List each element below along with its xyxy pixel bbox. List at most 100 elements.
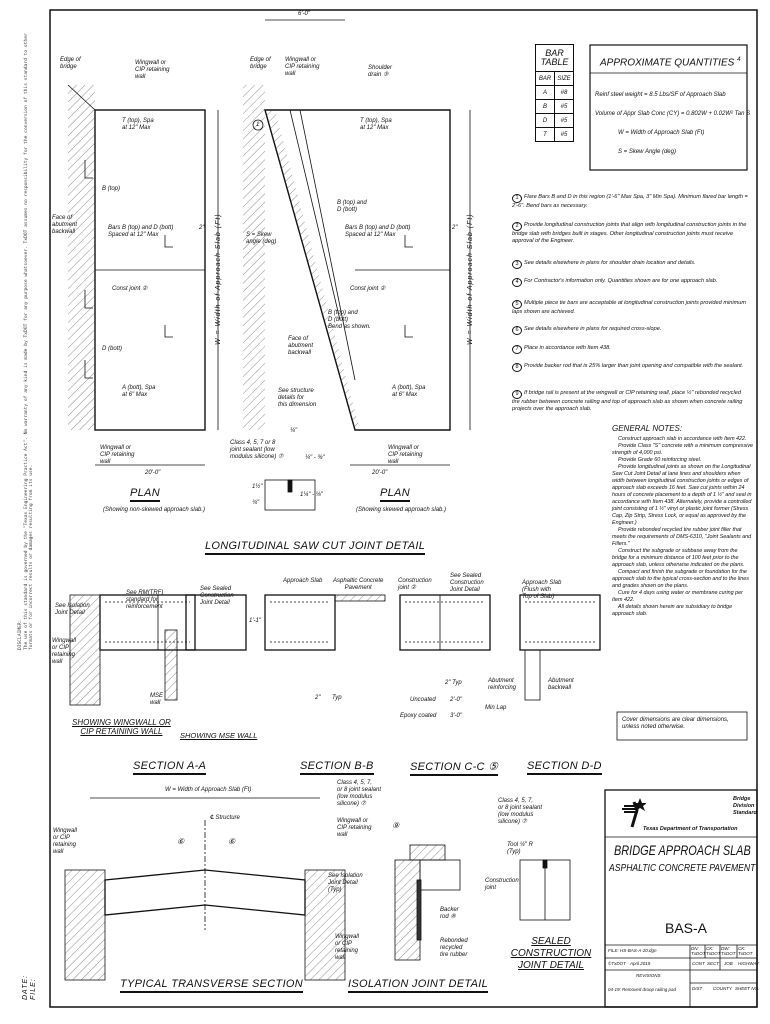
wingwall-bottom-label: Wingwall or CIP retaining wall — [100, 445, 135, 465]
wingwall-left-label: Wingwall or CIP retaining wall — [53, 828, 77, 855]
b-top-label: B (top) — [102, 186, 121, 192]
typ-label: Typ — [332, 695, 342, 701]
abutment-backwall-label: Abutment backwall — [548, 678, 574, 691]
general-notes-title: GENERAL NOTES: — [612, 424, 683, 433]
quantities-title: APPROXIMATE QUANTITIES 4 — [600, 57, 741, 69]
edge-of-bridge-label: Edge of bridge — [60, 57, 81, 70]
bars-label: Bars B (top) and D (bott) Spaced at 12" … — [108, 225, 174, 238]
iso-label: See Isolation Joint Detail — [55, 603, 90, 616]
revision-entry: 04-19: Removed droop railing pad — [608, 987, 677, 992]
section-c-title: SECTION C-C ⑤ — [410, 760, 499, 776]
d-bott-label: D (bott) — [102, 346, 123, 352]
table-row: A#8 — [535, 85, 574, 100]
rm-label: See RM(TRF) standard for reinforcement — [126, 590, 164, 610]
dim-b-label: ¾" — [252, 500, 260, 506]
edge-of-bridge-label: Edge of bridge — [250, 57, 271, 70]
bar-header: BAR — [535, 71, 555, 86]
section-d-title: SECTION D-D — [527, 760, 602, 775]
sheet-border — [49, 9, 758, 1008]
face-label: Face of abutment backwall — [288, 336, 314, 356]
approach-slab-label: Approach Slab (Flush with Top of Slab) — [522, 580, 562, 600]
section-a-title: SECTION A-A — [133, 760, 207, 775]
bar-cell: A — [535, 85, 555, 100]
cover-note: Cover dimensions are clear dimensions, u… — [622, 717, 729, 730]
agency-name: Texas Department of Transportation — [643, 826, 738, 832]
wingwall-label: Wingwall or CIP retaining wall — [285, 57, 320, 77]
transverse-title: TYPICAL TRANSVERSE SECTION — [120, 978, 304, 993]
uncoated-label: Uncoated — [410, 697, 436, 703]
tool-label: Tool ¼" R (Typ) — [507, 842, 533, 855]
sealed-label: See Sealed Construction Joint Detail — [450, 573, 484, 593]
two-inch-label: 2" — [199, 225, 205, 231]
dist-label: DIST — [692, 986, 703, 991]
mse-label: MSE wall — [150, 693, 164, 706]
a-bott-label: A (bott), Spa at 6" Max — [392, 385, 426, 398]
size-cell: #8 — [554, 85, 574, 100]
highway-label: HIGHWAY — [738, 961, 760, 966]
isolation-title: ISOLATION JOINT DETAIL — [348, 978, 489, 993]
note-6-marker: ⑥ — [177, 837, 185, 846]
quantity-line: Volume of Appr Slab Conc (CY) = 0.802W +… — [595, 111, 751, 117]
size-header: SIZE — [554, 71, 574, 86]
plan-subtitle: (Showing skewed approach slab.) — [356, 507, 447, 513]
quantity-line: S = Skew Angle (deg) — [618, 149, 676, 155]
ck: CK: TxDOT — [706, 946, 721, 956]
note-9-marker: ⑨ — [392, 821, 400, 830]
job-label: JOB — [724, 961, 733, 966]
a-bott-label: A (bott), Spa at 6" Max — [122, 385, 156, 398]
drawing-subtitle: ASPHALTIC CONCRETE PAVEMENT — [609, 863, 756, 874]
approach-slab-label: Approach Slab — [283, 578, 323, 584]
dim-label: 20'-0" — [145, 470, 161, 476]
quarter-label: ¼" — [290, 428, 298, 434]
dim-label: 20'-0" — [372, 470, 388, 476]
plan-subtitle: (Showing non-skewed approach slab.) — [103, 507, 206, 513]
note-1-marker: 1 — [256, 122, 260, 128]
const-joint-label: Const joint ② — [350, 286, 386, 292]
plan-title: PLAN — [380, 487, 410, 502]
cont-label: CONT — [692, 961, 705, 966]
thickness-label: 1'-1" — [249, 618, 261, 624]
typ-label: 2" Typ — [445, 680, 462, 686]
county-label: COUNTY — [713, 986, 732, 991]
epoxy-lap: 3'-0" — [450, 713, 462, 719]
sealed-label: See Sealed Construction Joint Detail — [200, 586, 234, 606]
range-label: ¼" - ⅜" — [305, 455, 325, 461]
table-row: T#5 — [535, 127, 574, 142]
sealed-title: SEALED CONSTRUCTION JOINT DETAIL — [510, 936, 592, 971]
txdot-logo-icon — [622, 798, 647, 828]
drawing-title: BRIDGE APPROACH SLAB — [614, 842, 751, 858]
section-a-caption-1: SHOWING WINGWALL OR CIP RETAINING WALL — [72, 718, 171, 736]
see-structure-label: See structure details for this dimension — [278, 388, 317, 408]
dn: DN: TxDOT — [691, 946, 706, 956]
epoxy-label: Epoxy coated — [400, 713, 437, 719]
width-label: W = Width of Approach Slab (Ft) — [467, 213, 474, 345]
abutment-reinforcing-label: Abutment reinforcing — [488, 678, 517, 691]
backer-rod-label: Backer rod ⑧ — [440, 907, 459, 920]
bar-table-title: BAR TABLE — [535, 44, 574, 72]
centerline-label: ℄ Structure — [210, 815, 240, 821]
revisions-label: REVISIONS — [636, 973, 661, 978]
wingwall-bottom-label: Wingwall or CIP retaining wall — [388, 445, 423, 465]
table-row: B#5 — [535, 99, 574, 114]
division-label: Bridge Division Standard — [733, 796, 757, 816]
uncoated-lap: 2'-0" — [450, 697, 462, 703]
face-label: Face of abutment backwall — [52, 215, 78, 235]
bd-label: B (top) and D (bott) — [337, 200, 367, 213]
file-name: FILE: HS-BAS-A-20.dgn — [608, 948, 657, 953]
copyright: ©TxDOT — [608, 961, 626, 966]
shoulder-drain-label: Shoulder drain ③ — [368, 65, 393, 78]
size-cell: #5 — [554, 113, 574, 128]
sealant-label: Class 4, 5, 7, or 8 joint sealant (low m… — [337, 780, 382, 807]
size-cell: #5 — [554, 127, 574, 142]
min-lap-label: Min Lap — [485, 705, 507, 711]
